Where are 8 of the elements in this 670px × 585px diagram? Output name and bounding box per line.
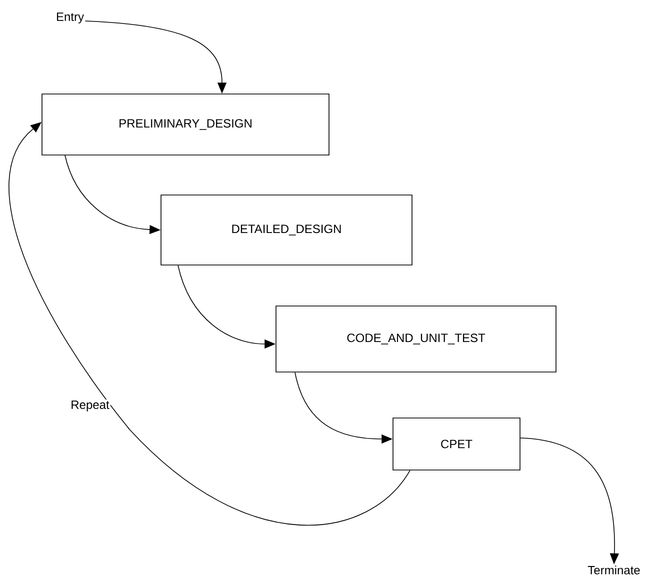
process-box: CODE_AND_UNIT_TEST — [276, 306, 556, 372]
arrow — [8, 122, 410, 526]
edge-label: Repeat — [70, 400, 110, 412]
process-box: PRELIMINARY_DESIGN — [42, 94, 330, 156]
terminal-label: Entry — [57, 12, 84, 24]
process-box: CPET — [392, 418, 520, 470]
terminal-label: Terminate — [588, 566, 640, 574]
process-box: DETAILED_DESIGN — [160, 194, 412, 266]
